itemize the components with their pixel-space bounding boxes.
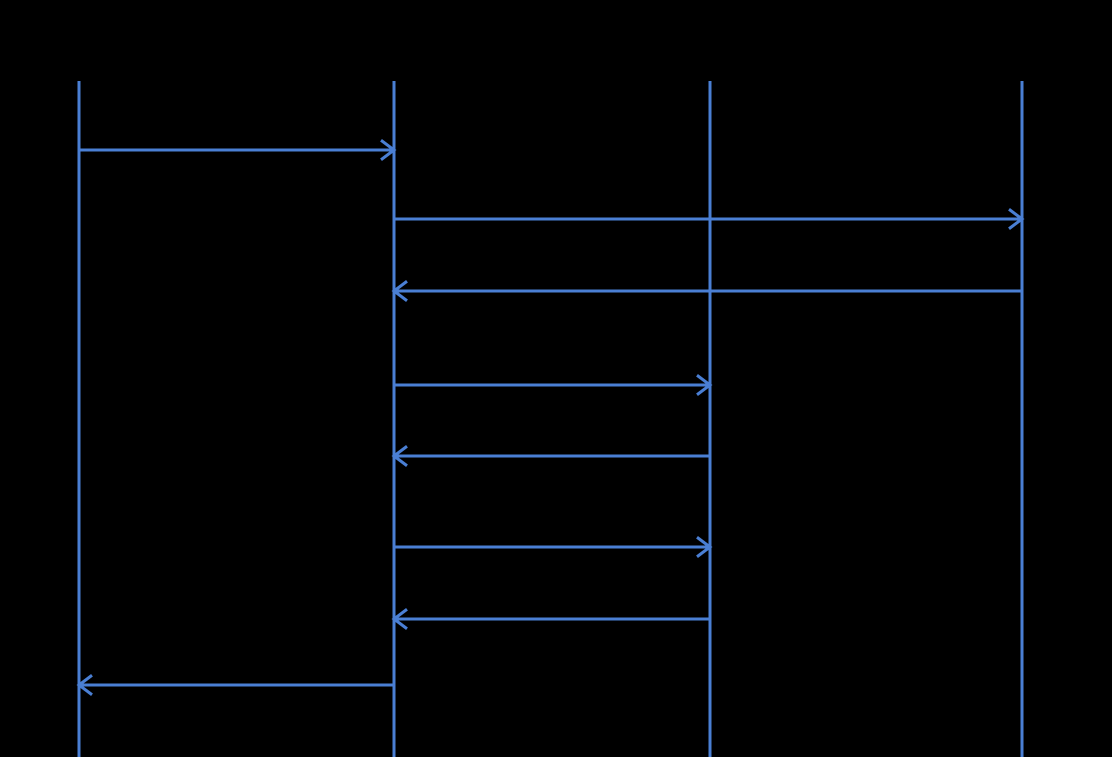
arrowhead-1 [380,139,397,161]
arrowhead-8 [76,674,93,696]
arrowhead-5 [391,445,408,467]
arrowhead-3 [391,280,408,302]
message-4 [394,374,713,396]
message-3 [391,280,1022,302]
arrowhead-7 [391,608,408,630]
message-1 [79,139,397,161]
message-6 [394,536,713,558]
arrowhead-4 [696,374,713,396]
message-5 [391,445,710,467]
lifelines-group [77,81,1024,757]
message-8 [76,674,394,696]
message-7 [391,608,710,630]
arrowhead-2 [1008,208,1025,230]
message-2 [394,208,1025,230]
messages-group [76,139,1025,696]
arrowhead-6 [696,536,713,558]
